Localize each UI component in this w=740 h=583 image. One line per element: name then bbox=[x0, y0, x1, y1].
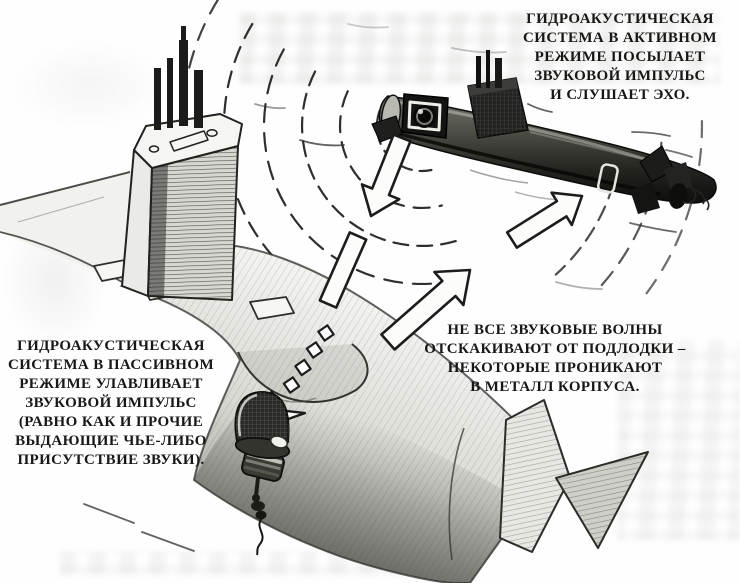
periscope-masts bbox=[154, 26, 203, 130]
microphone-cable bbox=[256, 517, 264, 556]
microphone-band-highlight bbox=[269, 435, 289, 449]
active-sonar-submarine bbox=[371, 50, 717, 214]
conning-tower bbox=[121, 113, 243, 301]
bow-deck-band bbox=[0, 172, 138, 282]
propeller-wake-scribble bbox=[682, 183, 710, 211]
caption-passive-sonar: ГИДРОАКУСТИЧЕСКАЯ СИСТЕМА В ПАССИВНОМ РЕ… bbox=[7, 338, 215, 468]
outgoing-pulse-arrow bbox=[360, 133, 412, 218]
bow-sonar-emitter bbox=[401, 93, 449, 139]
hydrophone-microphone bbox=[234, 390, 291, 556]
caption-active-sonar: ГИДРОАКУСТИЧЕСКАЯ СИСТЕМА В АКТИВНОМ РЕЖ… bbox=[523, 11, 717, 103]
caption-sound-absorption: НЕ ВСЕ ЗВУКОВЫЕ ВОЛНЫ ОТСКАКИВАЮТ ОТ ПОД… bbox=[424, 322, 686, 395]
penetrating-pulse-bar bbox=[318, 231, 368, 309]
stern-hatch-marking bbox=[596, 163, 619, 194]
echo-return-arrow-lower bbox=[380, 268, 472, 351]
stern-fins bbox=[448, 399, 649, 561]
propeller bbox=[668, 183, 688, 209]
small-sub-periscopes bbox=[476, 50, 502, 88]
echo-return-arrow-upper bbox=[505, 191, 584, 249]
large-submarine bbox=[0, 26, 649, 583]
small-sub-sail bbox=[467, 50, 529, 139]
small-sub-tail bbox=[630, 145, 710, 214]
